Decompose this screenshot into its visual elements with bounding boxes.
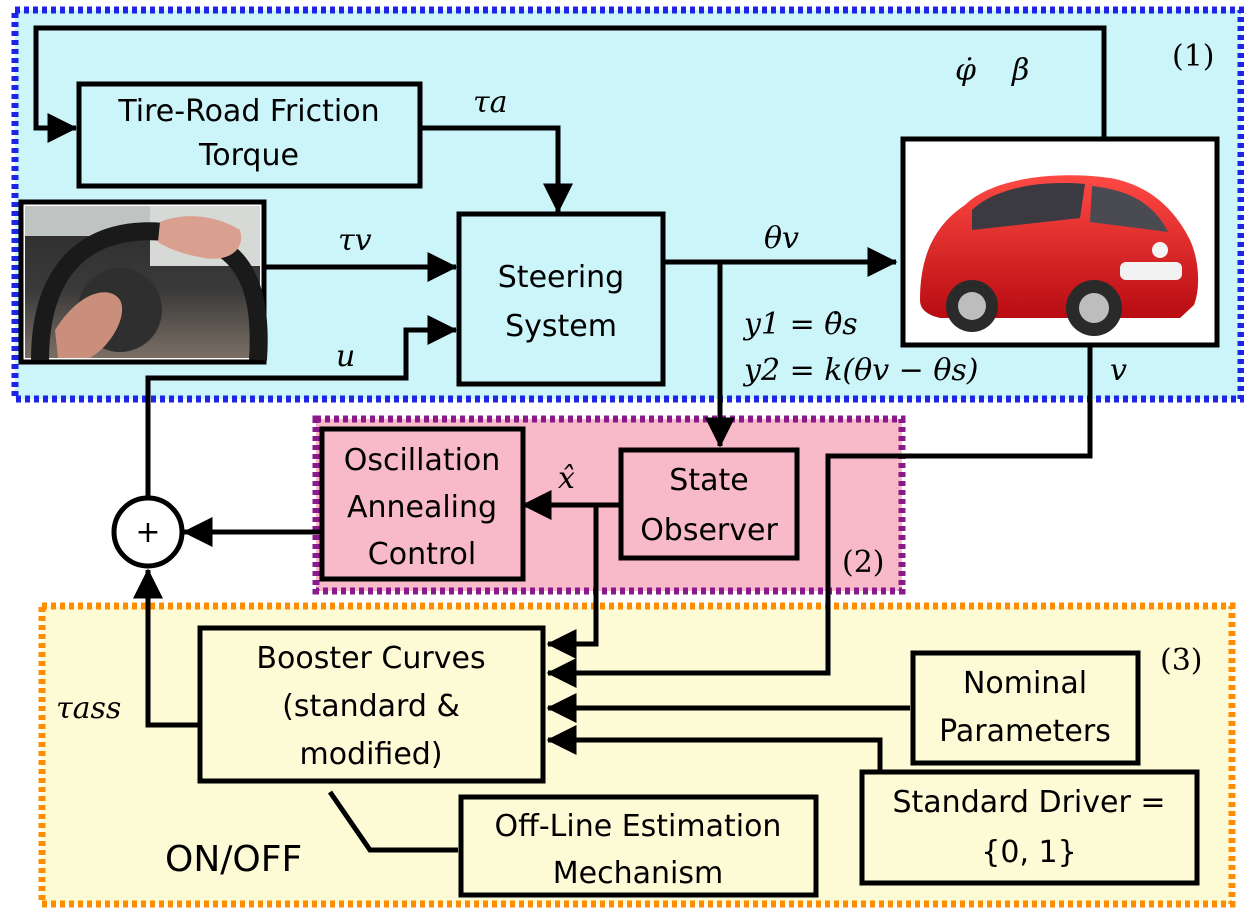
booster-label-line2: (standard & [282, 689, 460, 724]
booster-curves-block [197, 625, 546, 784]
signal-x-hat: x̂ [558, 461, 575, 496]
wire-xhat-to-booster [546, 505, 599, 659]
std-driver-label-line1: Standard Driver = [892, 785, 1165, 820]
nominal-label-line2: Parameters [939, 714, 1111, 749]
friction-label-line2: Torque [198, 138, 299, 173]
signal-tau-ass: τass [56, 691, 121, 726]
sum-junction [111, 495, 185, 569]
steering-system-block [456, 211, 666, 387]
oscillation-label-line3: Control [368, 537, 476, 572]
sum-junction-sign: + [135, 515, 160, 550]
oscillation-label-line1: Oscillation [344, 443, 501, 478]
region-2-label: (2) [842, 545, 885, 580]
steering-label-line2: System [505, 309, 617, 344]
on-off-label: ON/OFF [165, 839, 302, 880]
signal-v: v [1110, 353, 1127, 388]
oscillation-annealing-block [319, 426, 526, 582]
region-3-label: (3) [1160, 643, 1203, 678]
signal-theta-v: θv [764, 221, 799, 256]
wires [33, 25, 1107, 853]
wire-car-to-friction [33, 25, 1107, 143]
wire-friction-to-steering [420, 125, 573, 214]
booster-label-line3: modified) [299, 737, 442, 772]
booster-label-line1: Booster Curves [256, 641, 485, 676]
wire-booster-to-sum [133, 568, 200, 728]
offline-label-line2: Mechanism [553, 856, 723, 891]
observer-label-line2: Observer [640, 513, 778, 548]
friction-label-line1: Tire-Road Friction [117, 94, 379, 129]
oscillation-label-line2: Annealing [347, 490, 497, 525]
state-observer-block [618, 447, 800, 561]
nominal-label-line1: Nominal [963, 666, 1087, 701]
signal-y1: y1 = θ̇s [742, 307, 858, 342]
signal-tau-v: τv [338, 223, 372, 258]
standard-driver-block [859, 769, 1200, 886]
offline-label-line1: Off-Line Estimation [495, 809, 782, 844]
wire-car-velocity [546, 345, 1093, 688]
wire-stddriver-to-booster [546, 725, 883, 772]
car-photo [920, 175, 1199, 336]
driver-photo [25, 206, 268, 361]
observer-label-line1: State [669, 463, 748, 498]
signal-beta: β [1011, 53, 1029, 88]
signal-tau-a: τa [473, 85, 507, 120]
wire-onoff-switch [327, 790, 458, 853]
region-1-label: (1) [1172, 39, 1215, 74]
signal-y2: y2 = k(θv − θs) [742, 353, 979, 388]
signal-phi-dot: φ̇ [955, 53, 976, 88]
steering-label-line1: Steering [498, 260, 624, 295]
std-driver-label-line2: {0, 1} [981, 835, 1076, 870]
off-line-estimation-block [458, 794, 819, 898]
tire-road-friction-block [76, 81, 423, 189]
wire-sum-to-steering [145, 315, 458, 496]
signal-u: u [336, 339, 355, 374]
nominal-parameters-block [910, 650, 1141, 766]
